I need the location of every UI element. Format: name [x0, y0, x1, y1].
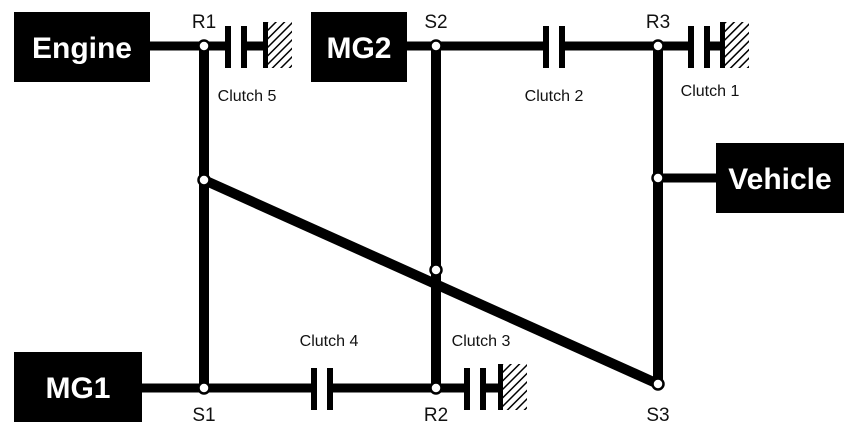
clutch2-plate-b — [559, 26, 565, 68]
clutch-plates — [225, 26, 710, 410]
node-vehicle-output — [651, 171, 665, 185]
clutch5-plate-a — [225, 26, 231, 68]
node-r1 — [197, 39, 211, 53]
node-engine-link — [197, 173, 211, 187]
clutch3-plate-b — [480, 368, 486, 410]
node-s1 — [197, 381, 211, 395]
ground-clutch1 — [720, 22, 749, 68]
lever-diagonal — [201, 175, 661, 389]
label-clutch4: Clutch 4 — [300, 333, 359, 350]
ground-clutch3 — [498, 364, 527, 410]
engine-label: Engine — [32, 32, 132, 65]
clutch1-plate-a — [688, 26, 694, 68]
clutch4-plate-b — [327, 368, 333, 410]
nodes — [197, 39, 665, 395]
clutch1-plate-b — [704, 26, 710, 68]
label-s1: S1 — [192, 405, 215, 426]
label-r1: R1 — [192, 12, 216, 33]
clutch3-plate-a — [464, 368, 470, 410]
vehicle-label: Vehicle — [728, 163, 831, 196]
label-clutch2: Clutch 2 — [525, 88, 584, 105]
label-clutch1: Clutch 1 — [681, 83, 740, 100]
mg1-block: MG1 — [14, 352, 142, 422]
node-r3 — [651, 39, 665, 53]
clutch4-plate-a — [311, 368, 317, 410]
label-clutch5: Clutch 5 — [218, 88, 277, 105]
mg2-block: MG2 — [311, 12, 407, 82]
node-r2 — [429, 381, 443, 395]
mg2-label: MG2 — [326, 32, 391, 65]
vehicle-block: Vehicle — [716, 143, 844, 213]
clutch5-plate-b — [241, 26, 247, 68]
mg1-label: MG1 — [45, 372, 110, 405]
node-s3 — [651, 377, 665, 391]
ground-clutch5 — [263, 22, 292, 68]
node-s2 — [429, 39, 443, 53]
node-crossing — [429, 263, 443, 277]
engine-block: Engine — [14, 12, 150, 82]
shafts — [142, 41, 722, 393]
label-s3: S3 — [646, 405, 669, 426]
label-r2: R2 — [424, 405, 448, 426]
levers — [199, 46, 663, 389]
label-clutch3: Clutch 3 — [452, 333, 511, 350]
label-s2: S2 — [424, 12, 447, 33]
label-r3: R3 — [646, 12, 670, 33]
clutch2-plate-a — [543, 26, 549, 68]
